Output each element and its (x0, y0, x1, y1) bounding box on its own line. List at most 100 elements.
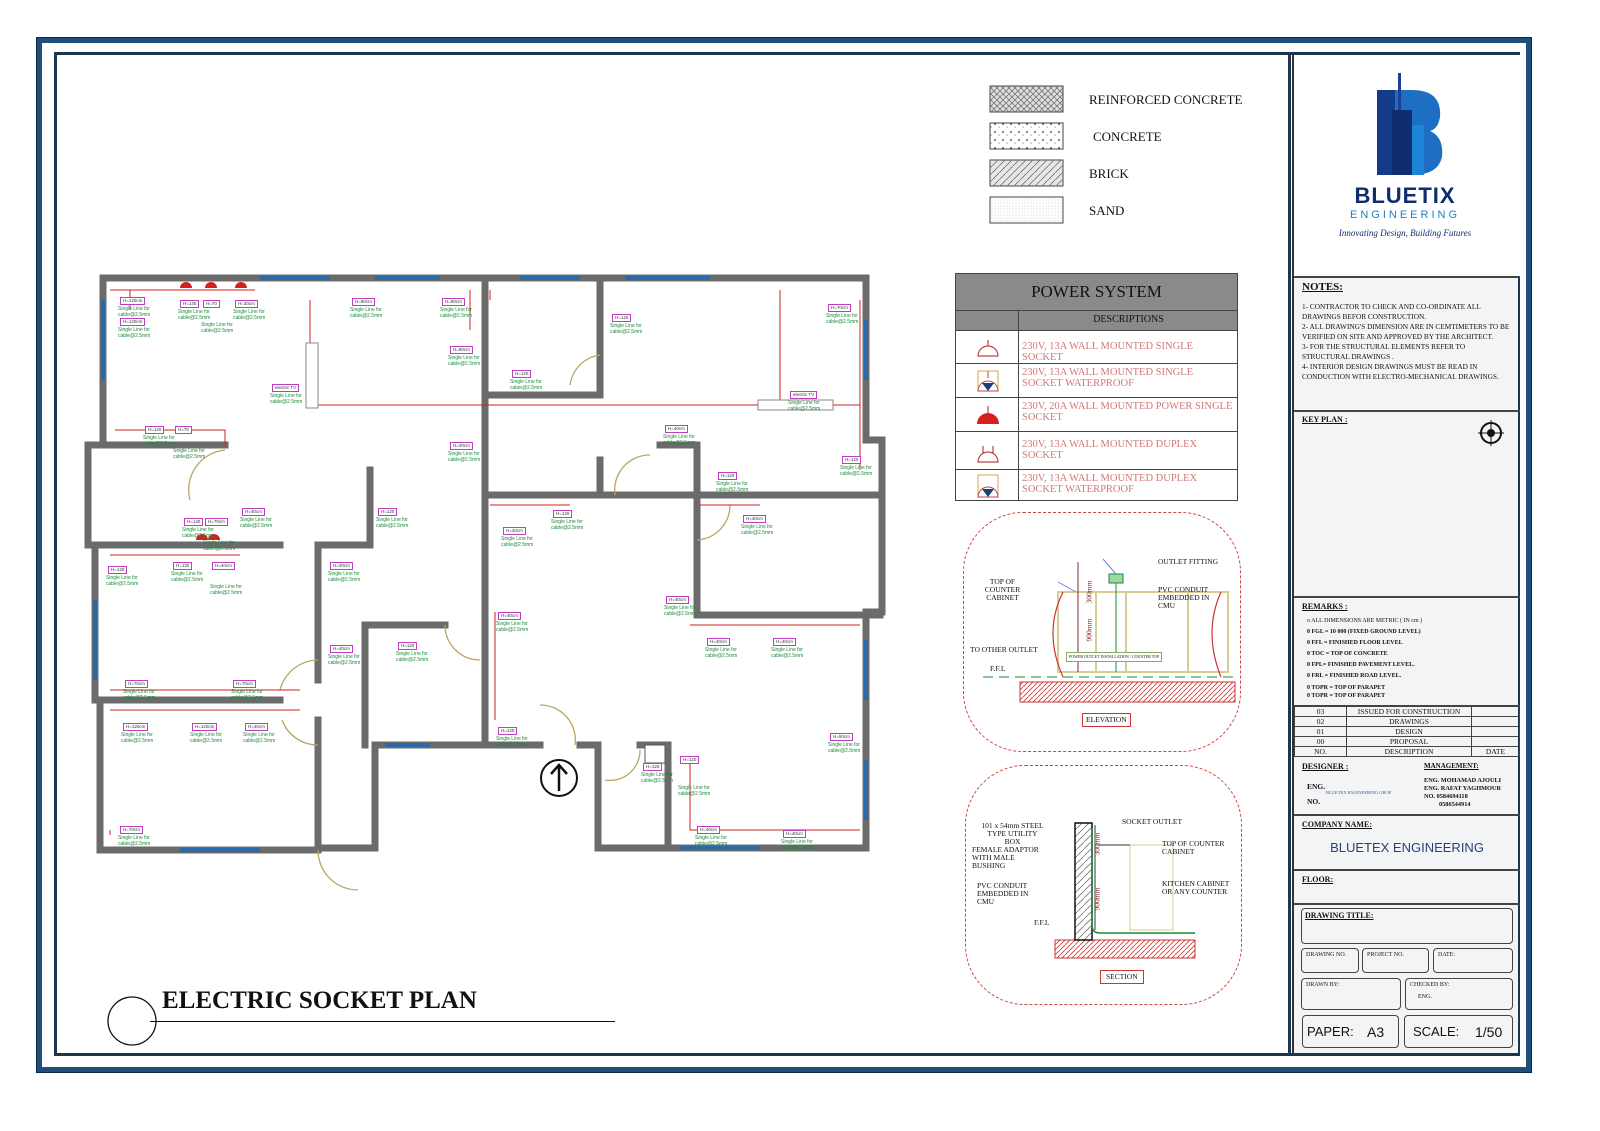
socket-height-label: H=120 (378, 508, 398, 516)
scale-label: SCALE: (1413, 1024, 1460, 1039)
socket-height-label: H=50cm (830, 733, 853, 741)
cable-note: Single Line for cable@2.5mm (243, 732, 276, 744)
cable-note: Single Line for cable@2.5mm (178, 309, 211, 321)
elevation-title: ELEVATION (1082, 713, 1131, 727)
logo-section: BLUETIX ENGINEERING Innovating Design, B… (1294, 55, 1520, 278)
paper-box: PAPER: A3 (1302, 1015, 1399, 1048)
cable-note: Single Line for cable@2.5mm (118, 306, 151, 318)
cable-note: Single Line for cable@2.5mm (448, 451, 481, 463)
cable-note: Single Line for cable@2.5mm (231, 689, 264, 701)
cable-note: Single Line for cable@2.5mm (182, 527, 215, 539)
socket-height-label: H=120 (842, 456, 862, 464)
socket-height-label: H=140 (184, 518, 204, 526)
socket-height-label: H=40cm (330, 645, 353, 653)
company-title: COMPANY NAME: (1302, 820, 1372, 829)
socket-height-label: H=40cm (503, 527, 526, 535)
power-row-desc: 230V, 20A WALL MOUNTED POWER SINGLE SOCK… (1022, 401, 1233, 423)
socket-height-label: H=40cm (498, 612, 521, 620)
note-4: 4- INTERIOR DESIGN DRAWINGS MUST BE READ… (1302, 362, 1499, 381)
section-title: SECTION (1100, 970, 1144, 984)
checked-eng: ENG. (1418, 994, 1432, 1000)
paper-label: PAPER: (1307, 1024, 1354, 1039)
power-socket-icon (977, 406, 999, 424)
key-plan-section: KEY PLAN : (1294, 412, 1520, 598)
power-row-desc: 230V, 13A WALL MOUNTED SINGLE SOCKET WAT… (1022, 367, 1194, 389)
floor-plan (84, 274, 886, 891)
socket-height-label: H=40cm (773, 638, 796, 646)
notes-section: NOTES: 1- CONTRACTOR TO CHECK AND CO-ORD… (1294, 278, 1520, 412)
designer-company: BLUETEX ENGINEERING GROP (1326, 790, 1392, 795)
project-no-box: PROJECT NO. (1362, 948, 1429, 973)
power-row-single-socket: 230V, 13A WALL MOUNTED SINGLE SOCKET (956, 330, 1237, 363)
scale-box: SCALE: 1/50 (1404, 1015, 1513, 1048)
cable-note: Single Line for cable@2.5mm (171, 571, 204, 583)
logo-tagline: Innovating Design, Building Futures (1338, 228, 1472, 238)
legend-sand: SAND (1089, 203, 1125, 218)
windows (93, 276, 868, 852)
socket-height-label: H=70cm (828, 304, 851, 312)
single-socket-icon (977, 340, 999, 357)
management-list: ENG. MOHAMAD AJOULI ENG. RAFAT YAGHMOUR … (1424, 777, 1501, 809)
rev-date (1471, 736, 1520, 747)
sheet-inner-border (54, 52, 1520, 1056)
socket-height-label: H=40cm (783, 830, 806, 838)
drawn-by-label: DRAWN BY: (1306, 982, 1340, 988)
rev-header-desc: DESCRIPTION (1346, 746, 1472, 757)
socket-height-label: H=40cm (330, 562, 353, 570)
socket-height-label: H=40cm (245, 723, 268, 731)
section-drawing (1054, 822, 1196, 959)
power-system-table: POWER SYSTEM DESCRIPTIONS 230V, 13A WALL… (955, 273, 1238, 501)
designer-title: DESIGNER : (1302, 762, 1349, 771)
north-arrow-icon (540, 759, 578, 797)
socket-height-label: H=40cm (707, 638, 730, 646)
socket-height-label: electric TV (272, 384, 300, 392)
note-2: 2- ALL DRAWING'S DIMENSION ARE IN CEMTIM… (1302, 322, 1510, 341)
power-row-desc: 230V, 13A WALL MOUNTED DUPLEX SOCKET (1022, 439, 1198, 461)
duplex-socket-icon (977, 446, 999, 463)
socket-height-label: H=120cm (123, 723, 149, 731)
designer-eng: ENG. (1307, 782, 1326, 791)
socket-height-label: H=120 (145, 426, 165, 434)
power-row-power-socket: 230V, 20A WALL MOUNTED POWER SINGLE SOCK… (956, 397, 1237, 431)
key-plan-title: KEY PLAN : (1302, 415, 1348, 424)
socket-height-label: H=40cm (697, 826, 720, 834)
dim-900: 900mm (1084, 618, 1094, 642)
cable-note: Single Line for cable@2.5mm (210, 584, 243, 596)
callout-adaptor: FEMALE ADAPTOR WITH MALE BUSHING (972, 845, 1039, 870)
socket-height-label: H=120 (612, 314, 632, 322)
elevation-tag: POWER OUTLET INSTALLATION / COUNTER TOP (1066, 652, 1163, 662)
socket-height-label: H=40cm (743, 515, 766, 523)
sand-swatch (989, 196, 1064, 224)
socket-height-label: H=120 (718, 472, 738, 480)
cable-note: Single Line for cable@2.5mm (350, 307, 383, 319)
rev-header-no: NO. (1294, 746, 1347, 757)
legend-brick: BRICK (1089, 166, 1129, 181)
callout-section-ffl: F.F.L (1034, 918, 1050, 927)
cable-note: Single Line for cable@2.5mm (663, 434, 696, 446)
title-underline (150, 1021, 615, 1022)
socket-height-label: H=120 (512, 370, 532, 378)
socket-height-label: H=30cm (235, 300, 258, 308)
cable-note: Single Line for cable@2.5mm (240, 517, 273, 529)
cable-note: Single Line for cable@2.5mm (664, 605, 697, 617)
floor-title: FLOOR: (1302, 875, 1334, 884)
doors (188, 354, 731, 891)
scale-value: 1/50 (1475, 1024, 1503, 1040)
socket-height-label: H=120cm (120, 318, 146, 326)
socket-height-label: H=90cm (442, 298, 465, 306)
socket-height-label: H=120 (553, 510, 573, 518)
rev-date (1471, 726, 1520, 737)
callout-top-counter: TOP OF COUNTER CABINET (984, 577, 1021, 602)
date-box: DATE: (1433, 948, 1513, 973)
callout-section-pvc: PVC CONDUIT EMBEDDED IN CMU (977, 881, 1029, 906)
logo-sub: ENGINEERING (1349, 209, 1460, 221)
remark: 0 TOC = TOP OF CONCRETE (1307, 651, 1388, 657)
notes-list: 1- CONTRACTOR TO CHECK AND CO-ORDINATE A… (1302, 302, 1514, 382)
date-label: DATE: (1438, 952, 1455, 958)
checked-by-box: CHECKED BY:ENG. (1405, 978, 1513, 1010)
callout-section-top-counter: TOP OF COUNTER CABINET (1162, 839, 1225, 856)
remark: 0 TOPR = TOP OF PARAPET (1307, 693, 1386, 699)
socket-height-label: H=120cm (192, 723, 218, 731)
rev-header-date: DATE (1471, 746, 1520, 757)
